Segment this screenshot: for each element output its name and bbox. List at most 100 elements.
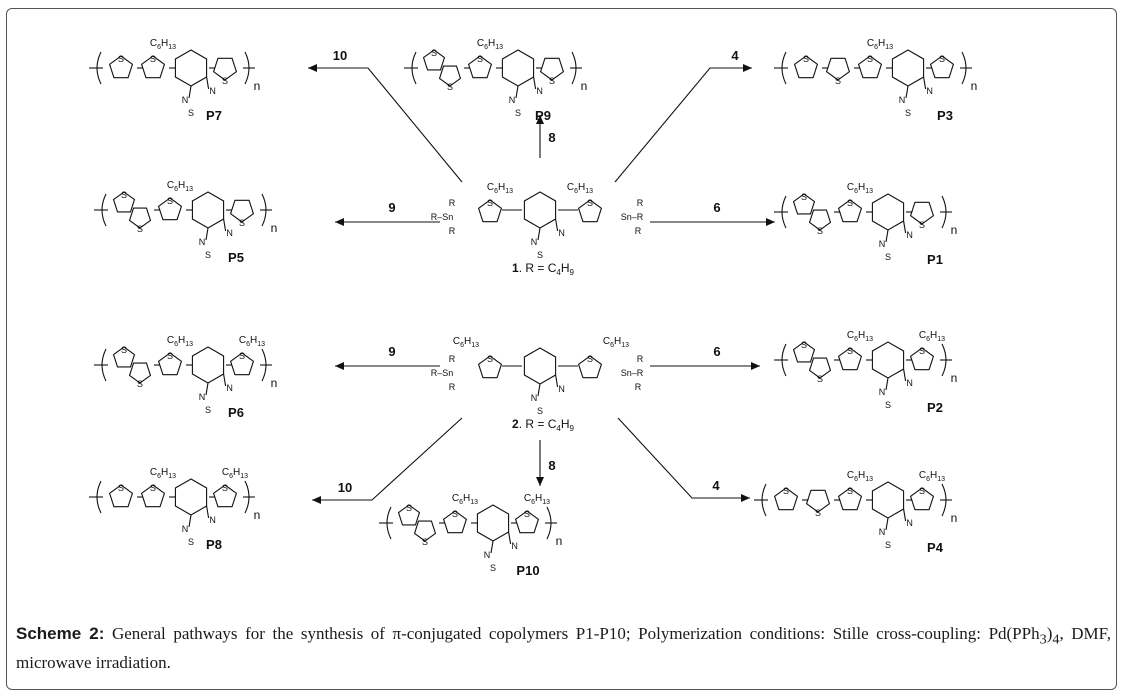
polymer-p4-hexylthiophene-2-sulfur: S: [847, 486, 853, 496]
arrow-to-p4-line: [617, 417, 750, 499]
arrow-to-p7: 10: [308, 48, 463, 183]
polymer-p9-tt-a-0: S: [422, 48, 446, 71]
monomer-1-r-bot-r: R: [635, 226, 642, 236]
polymer-p5-thiophene-3-ring: [229, 199, 255, 223]
polymer-p8-btd-2-bond-l: [188, 514, 192, 528]
polymer-p2-btd-2-benzene: [871, 341, 905, 379]
polymer-p3-thiophene-1-ring: [825, 57, 851, 81]
arrow-to-p3-label: 4: [731, 48, 739, 63]
polymer-p9-btd-2: NNS: [501, 49, 543, 118]
caption-sub-1: 3: [1039, 631, 1047, 648]
monomer-1-thiophene-r-ring: [577, 199, 603, 223]
polymer-p9-btd-2-benzene: [501, 49, 535, 87]
polymer-p6-hexylthiophene-3-ring: [229, 352, 255, 376]
arrow-to-p6-label: 9: [388, 344, 395, 359]
polymer-p7-btd-2-bond-l: [188, 85, 192, 99]
polymer-p3-thiophene-0-ring: [793, 55, 819, 79]
caption-label: Scheme 2:: [16, 624, 105, 643]
polymer-p2-btd-2-nitrogen-r: N: [906, 378, 913, 388]
monomer-1-hexyl-l: C6H13: [487, 182, 513, 195]
polymer-p6-btd-2: NNS: [191, 346, 233, 415]
polymer-p4-btd-3-benzene: [871, 481, 905, 519]
monomer-1-thiophene-l-ring: [477, 199, 503, 223]
polymer-p10-hexylthiophene-1: S: [442, 509, 468, 534]
polymer-p10-repeat-n: n: [556, 534, 563, 548]
monomer-2-btd-nitrogen-r: N: [558, 384, 565, 394]
arrow-to-p2-label: 6: [713, 344, 720, 359]
polymer-p7-btd-2-bond-r: [206, 76, 210, 90]
polymer-p5-tt-b-0: S: [128, 207, 152, 234]
polymer-p4-thiophene-0-sulfur: S: [783, 486, 789, 496]
polymer-p9-tt-b-0: S: [438, 65, 462, 92]
polymer-p8-thiophene-0: S: [108, 483, 134, 508]
monomer-1-btd-nitrogen-l: N: [531, 237, 538, 247]
polymer-p4-btd-3: NNS: [871, 481, 913, 550]
monomer-2-hexyl-l: C6H13: [453, 336, 479, 349]
polymer-p8-btd-2: NNS: [174, 478, 216, 547]
polymer-p1-bracket-l: [781, 195, 787, 229]
polymer-p5-thiophene-3: S: [229, 199, 255, 228]
scheme-frame: [6, 8, 1117, 690]
polymer-p8-hexylthiophene-3: S: [212, 483, 238, 508]
arrow-to-p2: 6: [650, 344, 760, 370]
polymer-p9-tt-a-0-ring: [422, 49, 446, 71]
polymer-p2-btd-2: NNS: [871, 341, 913, 410]
polymer-p10-tt-a-0-sulfur: S: [406, 503, 412, 513]
polymer-p2-tt-b-0-ring: [808, 357, 832, 379]
polymer-p2-hexylthiophene-1-ring: [837, 347, 863, 371]
arrow-to-p1: 6: [650, 200, 775, 226]
polymer-p1-tt-a-0: S: [792, 192, 816, 215]
polymer-p2-hexylthiophene-1-sulfur: S: [847, 346, 853, 356]
polymer-p2-hexylthiophene-3-sulfur: S: [919, 346, 925, 356]
monomer-1-thiophene-l: S: [477, 198, 503, 223]
monomer-1-name: 1. R = C4H9: [512, 261, 575, 277]
monomer-2-btd-bond-r: [555, 374, 559, 388]
polymer-p3-label: P3: [937, 108, 953, 123]
arrow-to-p3-head: [743, 64, 752, 72]
polymer-p3-btd-3-sulfur: S: [905, 108, 911, 118]
polymer-p6-hexyl-1: C6H13: [167, 335, 193, 348]
polymer-p10-btd-2-nitrogen-r: N: [511, 541, 518, 551]
polymer-p1-repeat-n: n: [951, 223, 958, 237]
polymer-p2-hexylthiophene-3: S: [909, 346, 935, 371]
polymer-p5-hexylthiophene-1-ring: [157, 197, 183, 221]
polymer-p10-hexylthiophene-1-sulfur: S: [452, 509, 458, 519]
polymer-p10-tt-b-0-sulfur: S: [422, 537, 428, 547]
polymer-p2-tt-a-0: S: [792, 340, 816, 363]
polymer-p4-hexylthiophene-4-sulfur: S: [919, 486, 925, 496]
monomer-1-r-top-r: R: [637, 198, 644, 208]
polymer-p3-hexylthiophene-2-sulfur: S: [867, 54, 873, 64]
polymer-p7-bracket-l: [96, 51, 102, 85]
polymer-p4-hexylthiophene-4-ring: [909, 487, 935, 511]
polymer-p3-btd-3-nitrogen-l: N: [899, 95, 906, 105]
polymer-p5-thiophene-3-sulfur: S: [239, 218, 245, 228]
polymer-p4-repeat-n: n: [951, 511, 958, 525]
polymer-p5-btd-2-nitrogen-l: N: [199, 237, 206, 247]
polymer-p6-tt-b-0-ring: [128, 362, 152, 384]
polymer-p6-hexylthiophene-3: S: [229, 351, 255, 376]
arrow-to-p5-head: [335, 218, 344, 226]
polymer-p3-thiophene-4-ring: [929, 55, 955, 79]
arrow-to-p1-head: [766, 218, 775, 226]
arrow-to-p4-label: 4: [712, 478, 720, 493]
polymer-p5-hexylthiophene-1: S: [157, 196, 183, 221]
polymer-p10-tt-a-0-ring: [397, 504, 421, 526]
polymer-p6-btd-2-benzene: [191, 346, 225, 384]
monomer-2-sn-r: Sn–R: [621, 368, 644, 378]
polymer-p9-label: P9: [535, 108, 551, 123]
polymer-p3-thiophene-0-sulfur: S: [803, 54, 809, 64]
polymer-p8-btd-2-benzene: [174, 478, 208, 516]
polymer-p2-bracket-l: [781, 343, 787, 377]
monomer-1-btd-nitrogen-r: N: [558, 228, 565, 238]
polymer-p10-btd-2-bond-r: [508, 531, 512, 545]
polymer-p4-thiophene-1-ring: [805, 489, 831, 513]
polymer-p1-thiophene-3: S: [909, 201, 935, 230]
polymer-p9-btd-2-nitrogen-r: N: [536, 86, 543, 96]
polymer-p9-btd-2-sulfur: S: [515, 108, 521, 118]
polymer-p2-tt-b-0-sulfur: S: [817, 374, 823, 384]
polymer-p10-hexyl-3: C6H13: [524, 493, 550, 506]
arrow-to-p6-head: [335, 362, 344, 370]
arrow-to-p10: 8: [536, 440, 556, 486]
polymer-p6-hexylthiophene-1-ring: [157, 352, 183, 376]
